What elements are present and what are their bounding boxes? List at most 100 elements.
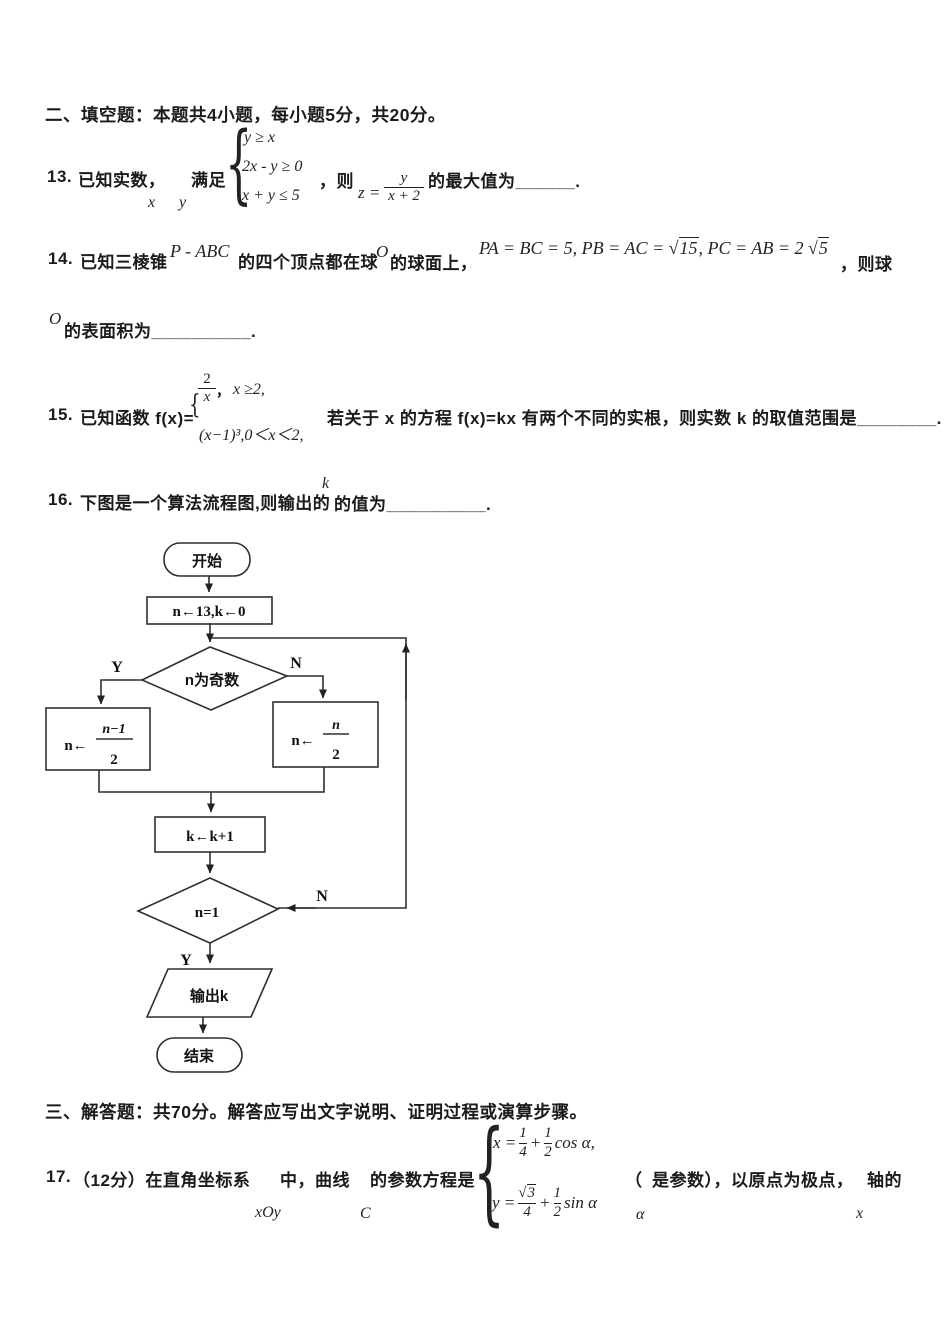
q14-sqrt5: 5 <box>817 237 829 258</box>
flow-increment-label: k←k+1 <box>186 829 234 845</box>
q15-case1-num: 2 <box>203 371 211 387</box>
q17-param-note: 是参数），以原点为极点， <box>652 1171 854 1190</box>
flow-merge-right-line <box>211 767 325 793</box>
flow-no-branch-line <box>287 675 324 697</box>
q17-curve-c: C <box>360 1205 371 1222</box>
flow-odd-box-node <box>45 707 151 771</box>
q14-eq-part2: , PC = AB = 2 <box>698 238 804 258</box>
flow-loopback-line <box>212 637 407 909</box>
q13-var-y: y <box>179 194 187 211</box>
q14-sqrt15: 15 <box>678 237 699 258</box>
flow-start-node <box>163 542 251 577</box>
q15-number: 15. <box>48 405 74 424</box>
q17-plus2: + <box>539 1193 551 1212</box>
q14-mid2: 的球面上， <box>390 254 478 273</box>
q13-satisfy: 满足 <box>191 171 226 190</box>
q17-mid1: 中，曲线 <box>280 1171 350 1190</box>
flow-odd-decision-node <box>140 646 290 711</box>
q17-eq2-sqrt-value: 3 <box>526 1184 537 1202</box>
q14-radical-icon: √ <box>668 238 679 258</box>
flow-increment-node <box>154 816 266 853</box>
q13-constraint-2: 2x - y ≥ 0 <box>242 158 303 175</box>
flow-end-decision-label: n=1 <box>195 905 219 921</box>
flow-odd-box-prefix: n← <box>64 738 87 754</box>
q13-tail-blank: 的最大值为______. <box>428 172 581 191</box>
flow-even-box-denominator: 2 <box>332 747 340 763</box>
flow-even-box-prefix: n← <box>291 733 314 749</box>
flow-end-node <box>156 1037 243 1073</box>
q17-eq1-frac2-den: 2 <box>544 1142 552 1160</box>
q17-eq2-frac1-den: 4 <box>518 1202 537 1221</box>
q17-mid2: 的参数方程是 <box>370 1171 475 1190</box>
q17-eq1-frac1-num: 1 <box>519 1125 527 1142</box>
q13-var-x: x <box>148 194 156 211</box>
q15-case1-comma: ， <box>216 383 231 399</box>
q13-z-fraction: y x + 2 <box>384 170 424 205</box>
flow-init-node <box>146 596 273 625</box>
q16-lead: 下图是一个算法流程图,则输出的 <box>80 494 331 513</box>
q17-plus1: + <box>529 1133 542 1152</box>
flow-odd-box-denominator: 2 <box>110 752 118 768</box>
q17-eq2-frac2-num: 1 <box>553 1185 562 1202</box>
q13-system-brace: { <box>225 114 253 214</box>
q13-constraint-1: y ≥ x <box>244 129 275 146</box>
flow-end-decision-node <box>136 877 280 944</box>
q13-comma: ， <box>148 171 166 190</box>
flow-yes-label: Y <box>111 659 123 676</box>
q14-sphere-o2: O <box>49 309 62 328</box>
flow-start-label: 开始 <box>192 552 222 570</box>
q17-eq2-frac2-den: 2 <box>553 1202 561 1220</box>
q14-tail-blank: 的表面积为__________. <box>64 322 257 341</box>
flow-yes-branch-line <box>100 679 142 703</box>
q17-eq2-lhs: y = <box>492 1193 516 1212</box>
flow-yes2-label: Y <box>180 952 192 969</box>
flow-odd-decision-label: n为奇数 <box>185 671 240 689</box>
q17-lead: （12分）在直角坐标系 <box>73 1171 251 1190</box>
flow-output-label: 输出k <box>190 987 229 1005</box>
q17-eq1-lhs: x = <box>493 1133 517 1152</box>
flow-odd-box-numerator: n−1 <box>102 722 125 737</box>
q14-equation: PA = BC = 5, PB = AC = √15, PC = AB = 2 … <box>479 237 829 259</box>
flow-merge-left-line <box>98 770 211 793</box>
section3-heading: 三、解答题：共70分。解答应写出文字说明、证明过程或演算步骤。 <box>45 1102 588 1122</box>
q14-tail1: ，则球 <box>840 255 893 274</box>
q14-eq-part1: PA = BC = 5, PB = AC = <box>479 238 665 258</box>
q13-z-numerator: y <box>400 170 408 186</box>
q13-lead: 已知实数 <box>78 171 148 190</box>
q13-number: 13. <box>47 167 73 186</box>
flow-no-label: N <box>290 655 302 672</box>
q17-radical-icon: √ <box>518 1185 527 1202</box>
q16-tail-blank: 的值为__________. <box>334 495 492 514</box>
q17-eq1-trig: cos α, <box>554 1133 595 1152</box>
q17-xoy: xOy <box>255 1204 281 1221</box>
q17-axis: 轴的 <box>867 1171 902 1190</box>
q14-tetra-label: P - ABC <box>170 241 230 261</box>
q16-var-k: k <box>322 475 330 492</box>
q15-case2: (x−1)³,0＜x＜2, <box>199 427 304 444</box>
q15-lead: 已知函数 f(x)= <box>80 409 195 428</box>
q13-constraint-3: x + y ≤ 5 <box>242 187 300 204</box>
q17-eq2-trig: sin α <box>564 1193 598 1212</box>
flow-output-node <box>145 968 274 1018</box>
q13-z-lhs: z = <box>358 183 381 202</box>
q15-case1-fraction: 2 x <box>198 371 216 406</box>
q17-alpha: α <box>636 1206 645 1223</box>
q17-paren-open: （ <box>625 1171 643 1190</box>
flow-end-label: 结束 <box>184 1047 215 1065</box>
q16-number: 16. <box>48 490 74 509</box>
algorithm-flowchart: 开始 n←13,k←0 n为奇数 Y N n← n−1 2 n← n 2 k←k… <box>45 542 410 1073</box>
q15-case1-cond: x ≥2, <box>233 381 265 398</box>
q14-mid1: 的四个顶点都在球 <box>238 253 378 272</box>
q14-radical-icon: √ <box>807 238 818 258</box>
q15-cases-brace: { <box>189 390 201 420</box>
q17-system-brace: { <box>473 1107 506 1237</box>
q17-axis-x: x <box>856 1205 864 1222</box>
flow-no2-label: N <box>316 888 328 905</box>
q13-z-denominator: x + 2 <box>384 187 424 205</box>
